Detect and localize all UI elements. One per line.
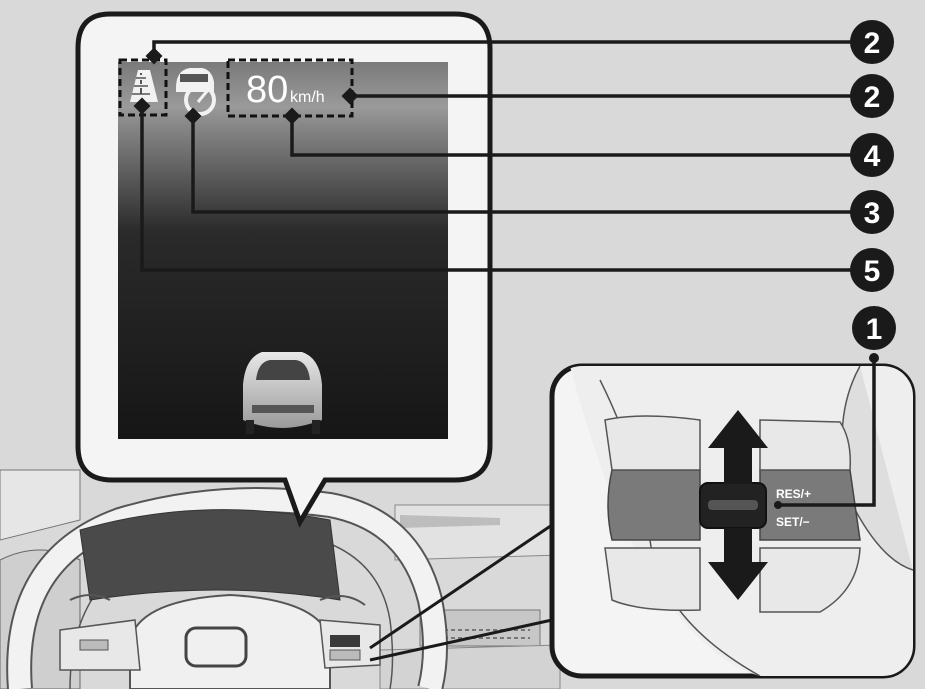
set-speed-value: 80	[246, 69, 288, 111]
leader-line-5	[140, 104, 852, 272]
svg-text:5: 5	[864, 255, 881, 288]
arrow-down-icon	[708, 528, 768, 600]
adaptive-cruise-icon	[176, 68, 216, 116]
svg-text:4: 4	[864, 140, 881, 173]
vehicle-ahead-icon	[243, 352, 322, 434]
lane-keeping-icon	[130, 70, 158, 102]
callout-1: 1	[852, 306, 896, 350]
callout-3: 3	[850, 190, 894, 234]
steering-switch-inset: RES/+ SET/−	[369, 363, 916, 679]
callout-5: 5	[850, 248, 894, 292]
svg-text:2: 2	[864, 27, 881, 60]
set-label: SET/−	[776, 515, 810, 529]
set-speed-unit: km/h	[290, 89, 325, 106]
res-label: RES/+	[776, 487, 811, 501]
logo-emblem	[184, 626, 248, 668]
hud-screen: 80 km/h	[118, 58, 448, 439]
leader-line-4	[290, 118, 852, 157]
arrow-up-icon	[708, 410, 768, 484]
svg-text:3: 3	[864, 197, 881, 230]
leader-line-3	[191, 118, 852, 214]
steering-wheel	[6, 487, 448, 689]
leader-line-1	[778, 358, 876, 507]
callout-2a: 2	[850, 20, 894, 64]
svg-text:2: 2	[864, 81, 881, 114]
callout-2b: 2	[850, 74, 894, 118]
callout-4: 4	[850, 133, 894, 177]
svg-text:1: 1	[866, 313, 883, 346]
